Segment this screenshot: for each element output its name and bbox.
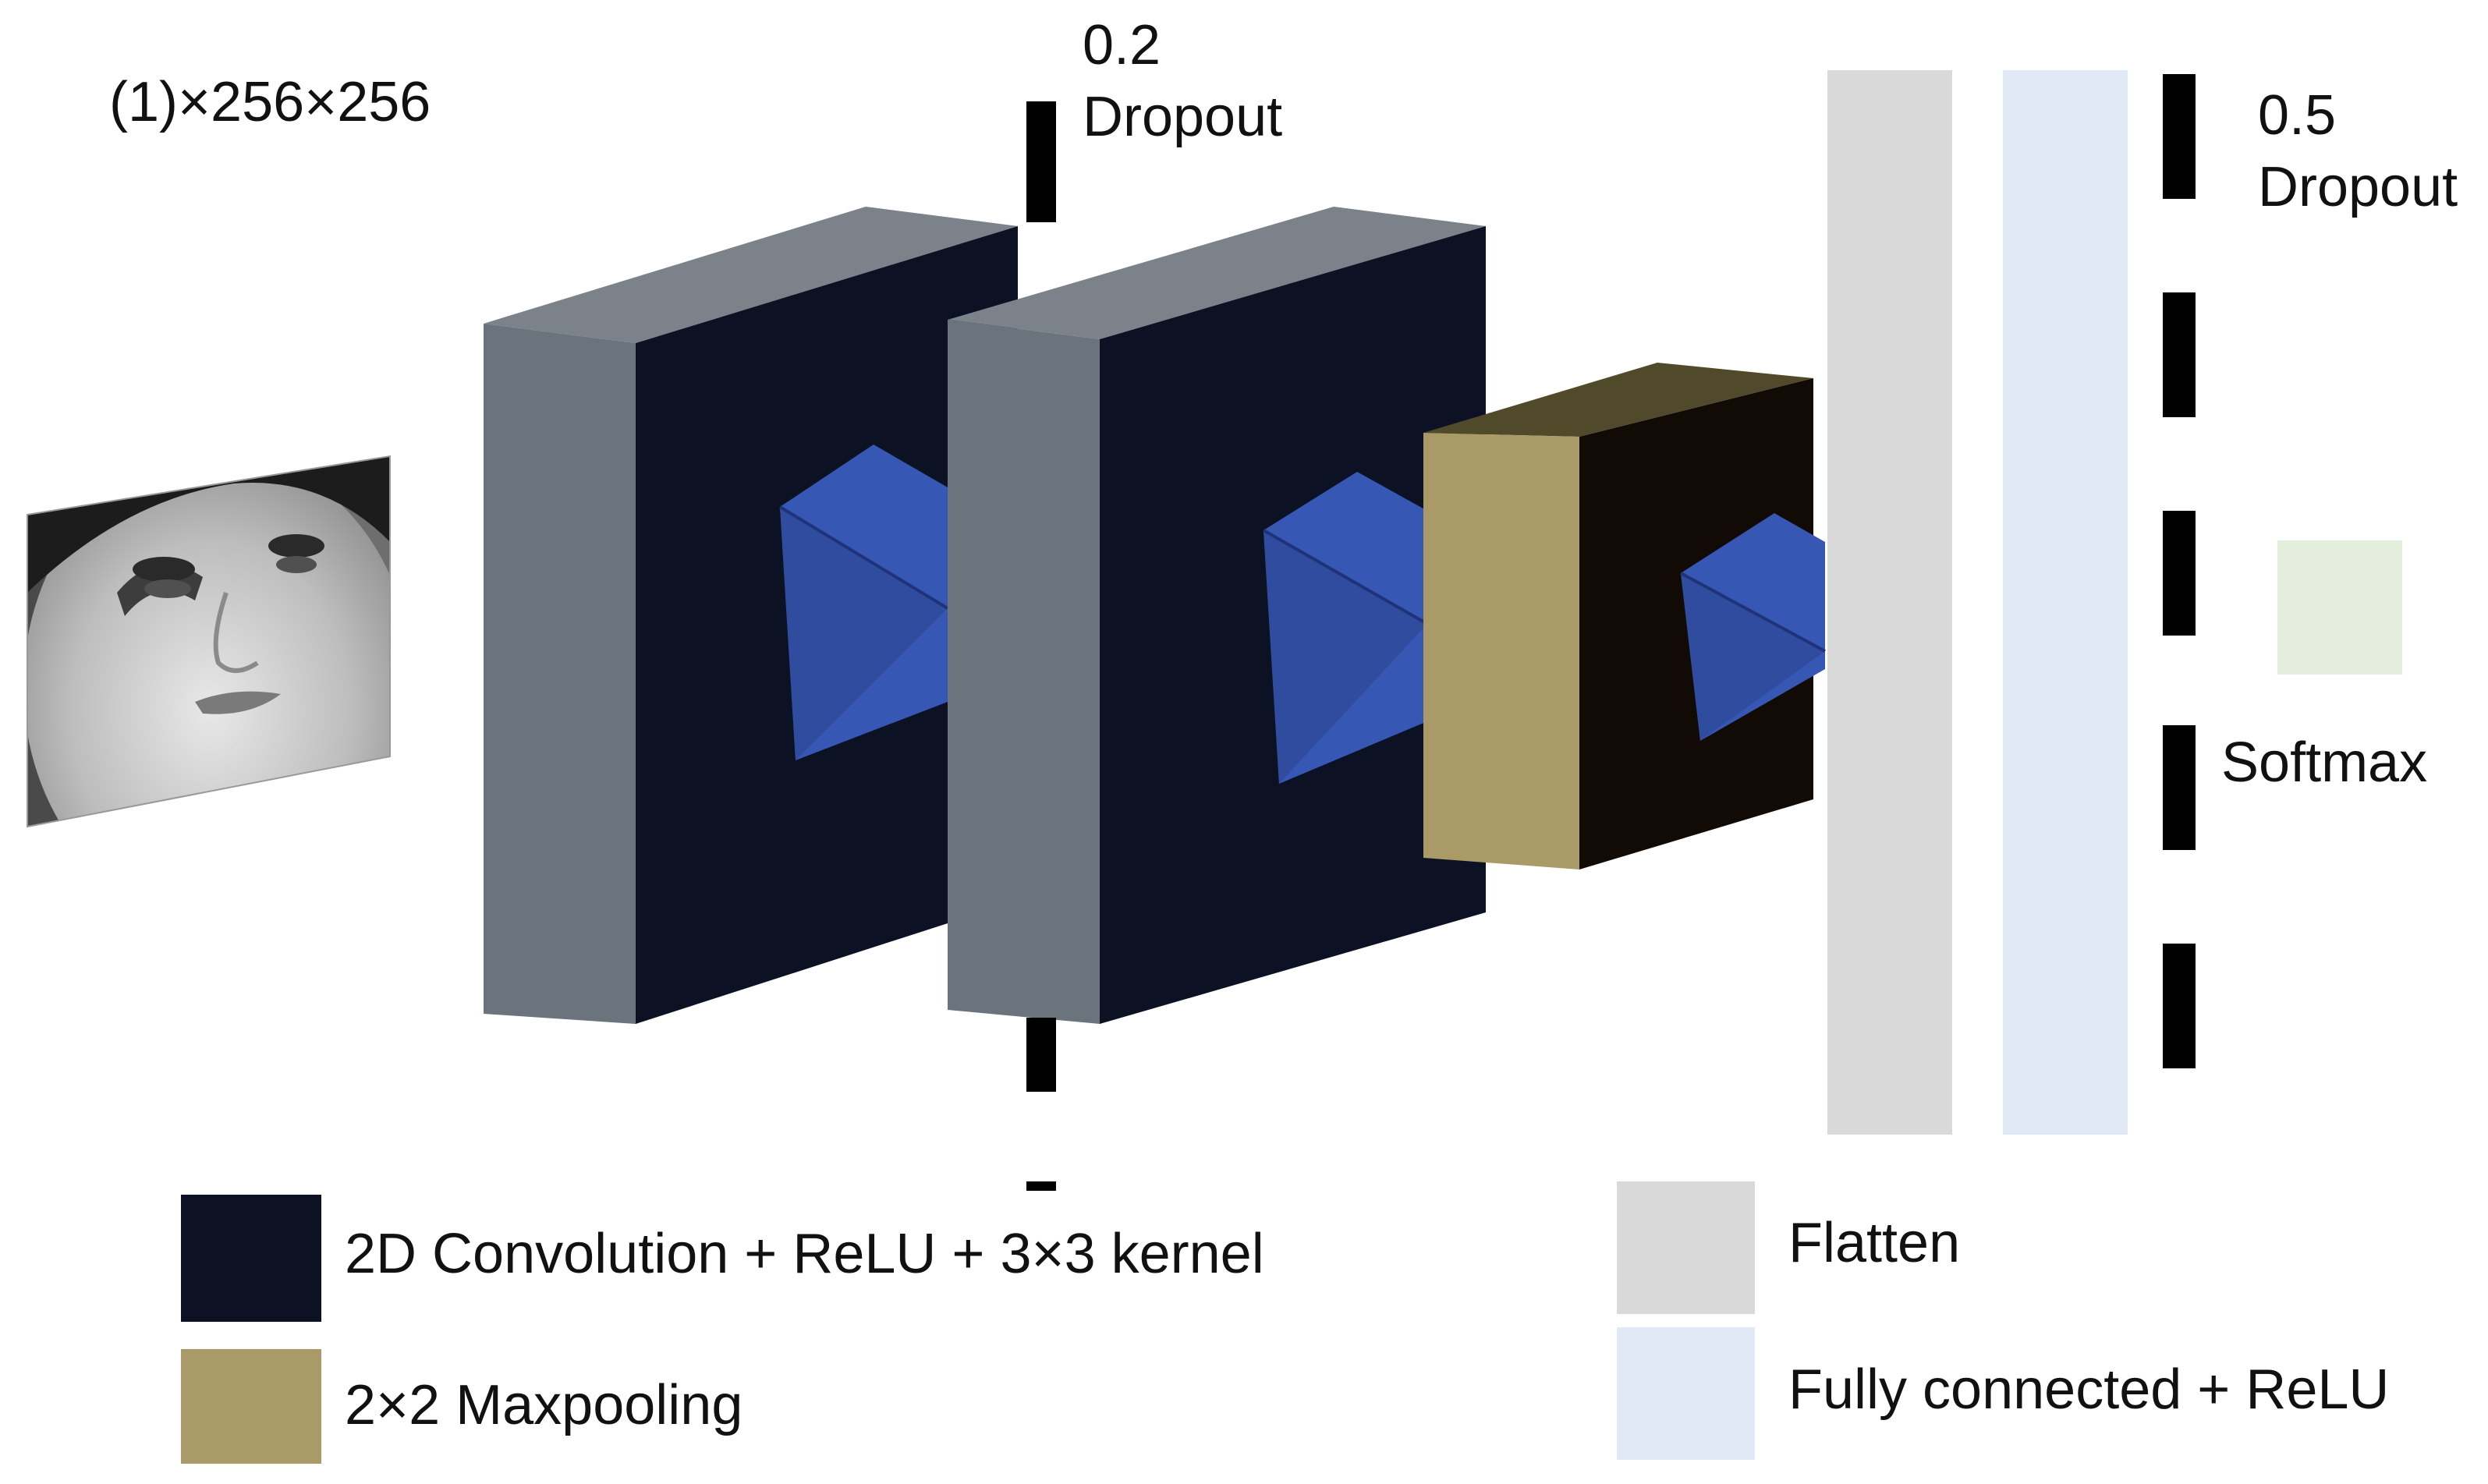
dropout-2-bar [2163, 292, 2196, 417]
fc-layer [2003, 70, 2128, 1135]
kernel-pyramid-2 [1263, 472, 1428, 784]
conv-block-2-top [948, 207, 1486, 339]
legend-maxpool-label: 2×2 Maxpooling [345, 1374, 743, 1436]
legend-conv-swatch [181, 1195, 321, 1322]
legend-flatten-label: Flatten [1788, 1212, 1960, 1274]
legend-conv-label: 2D Convolution + ReLU + 3×3 kernel [345, 1223, 1264, 1285]
legend-maxpool-swatch [181, 1349, 321, 1464]
dropout-1-rate: 0.2 [1083, 14, 1161, 76]
dropout-1-label: Dropout [1083, 86, 1282, 148]
flatten-layer [1827, 70, 1952, 1135]
maxpool-block-face [1423, 433, 1579, 870]
dropout-1-bar-tick [1026, 1181, 1056, 1191]
conv-block-2-side [948, 320, 1100, 1024]
kernel-pyramid-3 [1680, 513, 1826, 741]
softmax-label: Softmax [2221, 731, 2427, 794]
input-shape-label: (1)×256×256 [109, 71, 431, 133]
dropout-1 [1026, 101, 1056, 1191]
dropout-2-rate: 0.5 [2258, 84, 2336, 147]
dropout-2-bar [2163, 511, 2196, 636]
input-face-image [27, 455, 391, 828]
dropout-2 [2163, 74, 2196, 1068]
dropout-2-bar [2163, 725, 2196, 850]
dropout-2-bar [2163, 944, 2196, 1068]
softmax-node [2277, 540, 2402, 675]
conv-block-1-top [484, 207, 1018, 343]
dropout-1-bar-bottom [1026, 1018, 1056, 1092]
dropout-1-bar-top [1026, 101, 1056, 222]
kernel-pyramid-1 [778, 444, 949, 760]
maxpool-block-top [1423, 363, 1813, 437]
dropout-2-label: Dropout [2258, 156, 2458, 218]
legend-flatten-swatch [1617, 1181, 1755, 1314]
conv-block-1-side [484, 324, 636, 1024]
dropout-2-bar [2163, 74, 2196, 199]
legend-fc-swatch [1617, 1327, 1755, 1460]
legend: 2D Convolution + ReLU + 3×3 kernel 2×2 M… [181, 1181, 2389, 1464]
legend-fc-label: Fully connected + ReLU [1788, 1358, 2389, 1421]
